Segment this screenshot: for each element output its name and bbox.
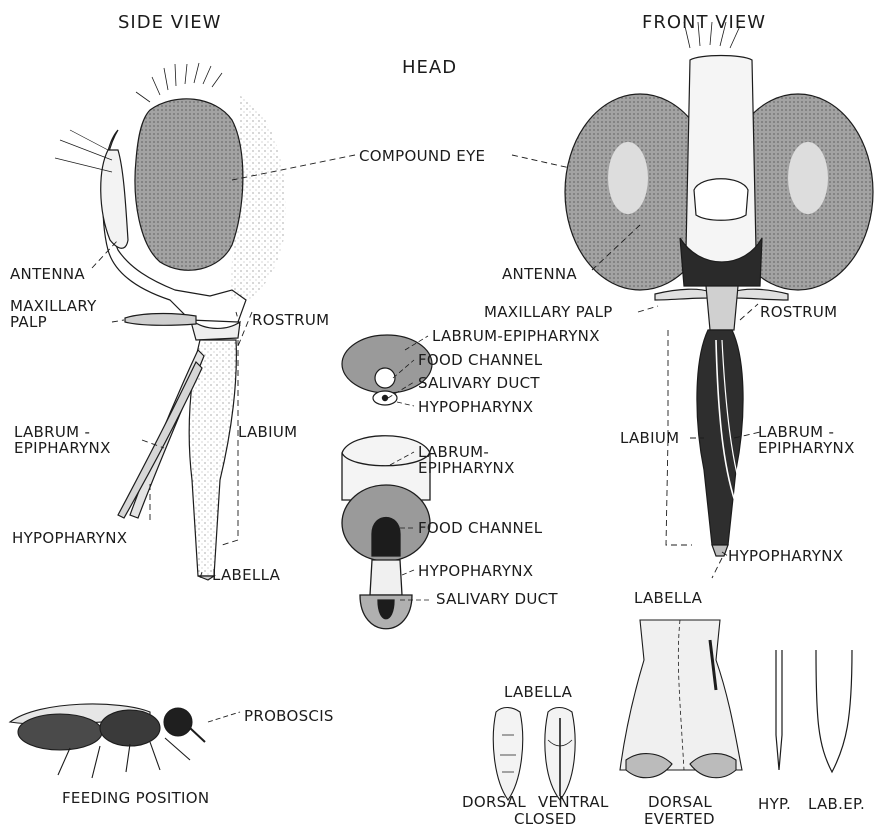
proboscis-leader xyxy=(208,712,240,722)
fly-thorax xyxy=(100,710,160,746)
palp-front-right xyxy=(732,289,788,300)
front-view-title: FRONT VIEW xyxy=(642,13,766,33)
maxillary-palp-side xyxy=(125,314,196,326)
xl-salivary-duct-label: SALIVARY DUCT xyxy=(436,591,558,608)
side-palp-label: PALP xyxy=(10,314,47,331)
eye-highlight-left xyxy=(608,142,648,214)
labella-dorsal-everted xyxy=(620,620,742,778)
labella-ventral-closed xyxy=(545,708,575,801)
ventral-label: VENTRAL xyxy=(538,794,609,811)
front-hypopharynx-label: HYPOPHARYNX xyxy=(728,548,843,565)
front-labium-label: LABIUM xyxy=(620,430,679,447)
compound-eye-label: COMPOUND EYE xyxy=(359,148,485,165)
labella-heading-label: LABELLA xyxy=(504,684,572,701)
side-rostrum-label: ROSTRUM xyxy=(252,312,329,329)
palp-front-left xyxy=(655,289,710,300)
xs-labrum-label: LABRUM-EPIPHARYNX xyxy=(432,328,600,345)
salivary-duct-small xyxy=(382,395,387,400)
dorsal-everted-label-1: DORSAL xyxy=(648,794,712,811)
dorsal-everted-label-2: EVERTED xyxy=(644,811,715,828)
food-channel-small xyxy=(375,368,395,388)
rostrum-front xyxy=(706,286,738,330)
hypopharynx-large xyxy=(370,560,402,595)
antennae-front xyxy=(694,179,748,221)
xs-salivary-duct-label: SALIVARY DUCT xyxy=(418,375,540,392)
front-rostrum-label: ROSTRUM xyxy=(760,304,837,321)
food-channel-large xyxy=(372,518,400,557)
head-title: HEAD xyxy=(402,58,457,78)
cross-section-small xyxy=(342,335,432,406)
front-antenna-label: ANTENNA xyxy=(502,266,577,283)
fly-abdomen xyxy=(18,714,102,750)
front-maxillary-palp-label: MAXILLARY PALP xyxy=(484,304,613,321)
side-hypopharynx-label: HYPOPHARYNX xyxy=(12,530,127,547)
side-labella-label: LABELLA xyxy=(212,567,280,584)
labella-dorsal-closed xyxy=(493,708,522,801)
dorsal-label: DORSAL xyxy=(462,794,526,811)
stylet-tips xyxy=(776,650,852,772)
hyp-tip xyxy=(776,650,782,770)
xs-food-channel-label: FOOD CHANNEL xyxy=(418,352,542,369)
side-view-title: SIDE VIEW xyxy=(118,13,221,33)
closed-label: CLOSED xyxy=(514,811,576,828)
front-view-head xyxy=(565,22,873,556)
side-labium-label: LABIUM xyxy=(238,424,297,441)
compound-eye-side xyxy=(135,99,243,270)
face-front xyxy=(686,56,756,266)
head-bristles xyxy=(136,63,222,102)
proboscis-label: PROBOSCIS xyxy=(244,708,334,725)
hyp-label: HYP. xyxy=(758,796,791,813)
front-labrum-label-2: EPIPHARYNX xyxy=(758,440,855,457)
front-labella-label: LABELLA xyxy=(634,590,702,607)
side-labrum-label-2: EPIPHARYNX xyxy=(14,440,111,457)
xl-labrum-label-2: EPIPHARYNX xyxy=(418,460,515,477)
xs-hypopharynx-label: HYPOPHARYNX xyxy=(418,399,533,416)
feeding-position-label: FEEDING POSITION xyxy=(62,790,209,807)
side-antenna-label: ANTENNA xyxy=(10,266,85,283)
eye-highlight-right xyxy=(788,142,828,214)
fly-head xyxy=(164,708,192,736)
lab-ep-label: LAB.EP. xyxy=(808,796,865,813)
feeding-fly xyxy=(10,704,205,778)
xl-food-channel-label: FOOD CHANNEL xyxy=(418,520,542,537)
fly-proboscis xyxy=(190,728,205,742)
xl-hypopharynx-label: HYPOPHARYNX xyxy=(418,563,533,580)
labep-tip xyxy=(816,650,852,772)
